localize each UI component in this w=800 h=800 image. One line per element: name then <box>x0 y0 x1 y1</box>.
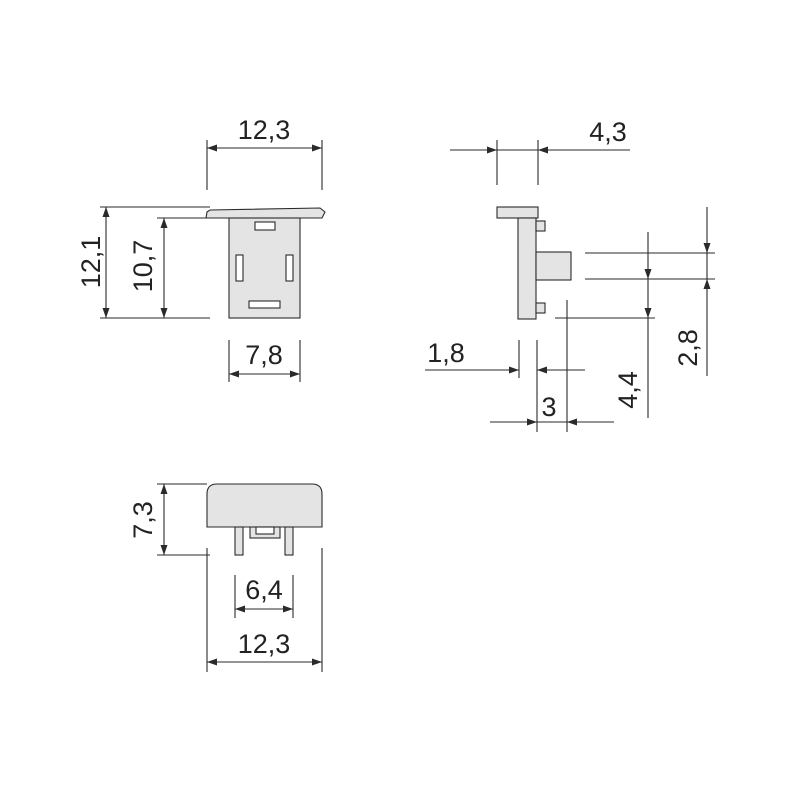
bottom-pin-right <box>284 526 294 556</box>
side-wall <box>517 217 537 320</box>
dim-front-body-width: 7,8 <box>245 340 283 370</box>
side-flange <box>496 206 539 219</box>
dim-side-top-width: 4,3 <box>589 117 627 147</box>
dim-front-total-height: 12,1 <box>76 236 106 289</box>
front-slot-top <box>254 221 276 231</box>
bottom-view: 7,3 6,4 12,3 <box>128 483 323 672</box>
dim-bottom-pin-spacing: 6,4 <box>245 575 283 605</box>
side-nub-top <box>535 220 546 232</box>
dim-front-width: 12,3 <box>238 115 291 145</box>
front-slot-right <box>285 254 294 282</box>
side-view: 4,3 1,8 3 4,4 2,8 <box>425 117 715 432</box>
dim-bottom-width: 12,3 <box>238 629 291 659</box>
front-flange <box>205 207 326 219</box>
bottom-pin-left <box>234 526 244 556</box>
front-slot-bottom <box>248 300 281 309</box>
side-nub-bottom <box>535 302 546 314</box>
dim-side-plug-offset: 3 <box>541 392 556 422</box>
bottom-cap <box>206 483 323 528</box>
front-slot-left <box>235 254 244 282</box>
dim-side-plug-height: 4,4 <box>613 371 643 409</box>
dim-bottom-height: 7,3 <box>128 501 158 539</box>
dim-side-wall: 1,8 <box>427 338 465 368</box>
dim-front-body-height: 10,7 <box>128 240 158 293</box>
front-view: 12,3 12,1 10,7 7,8 <box>76 115 326 382</box>
dim-side-gap: 2,8 <box>673 329 703 367</box>
side-plug <box>535 251 572 281</box>
